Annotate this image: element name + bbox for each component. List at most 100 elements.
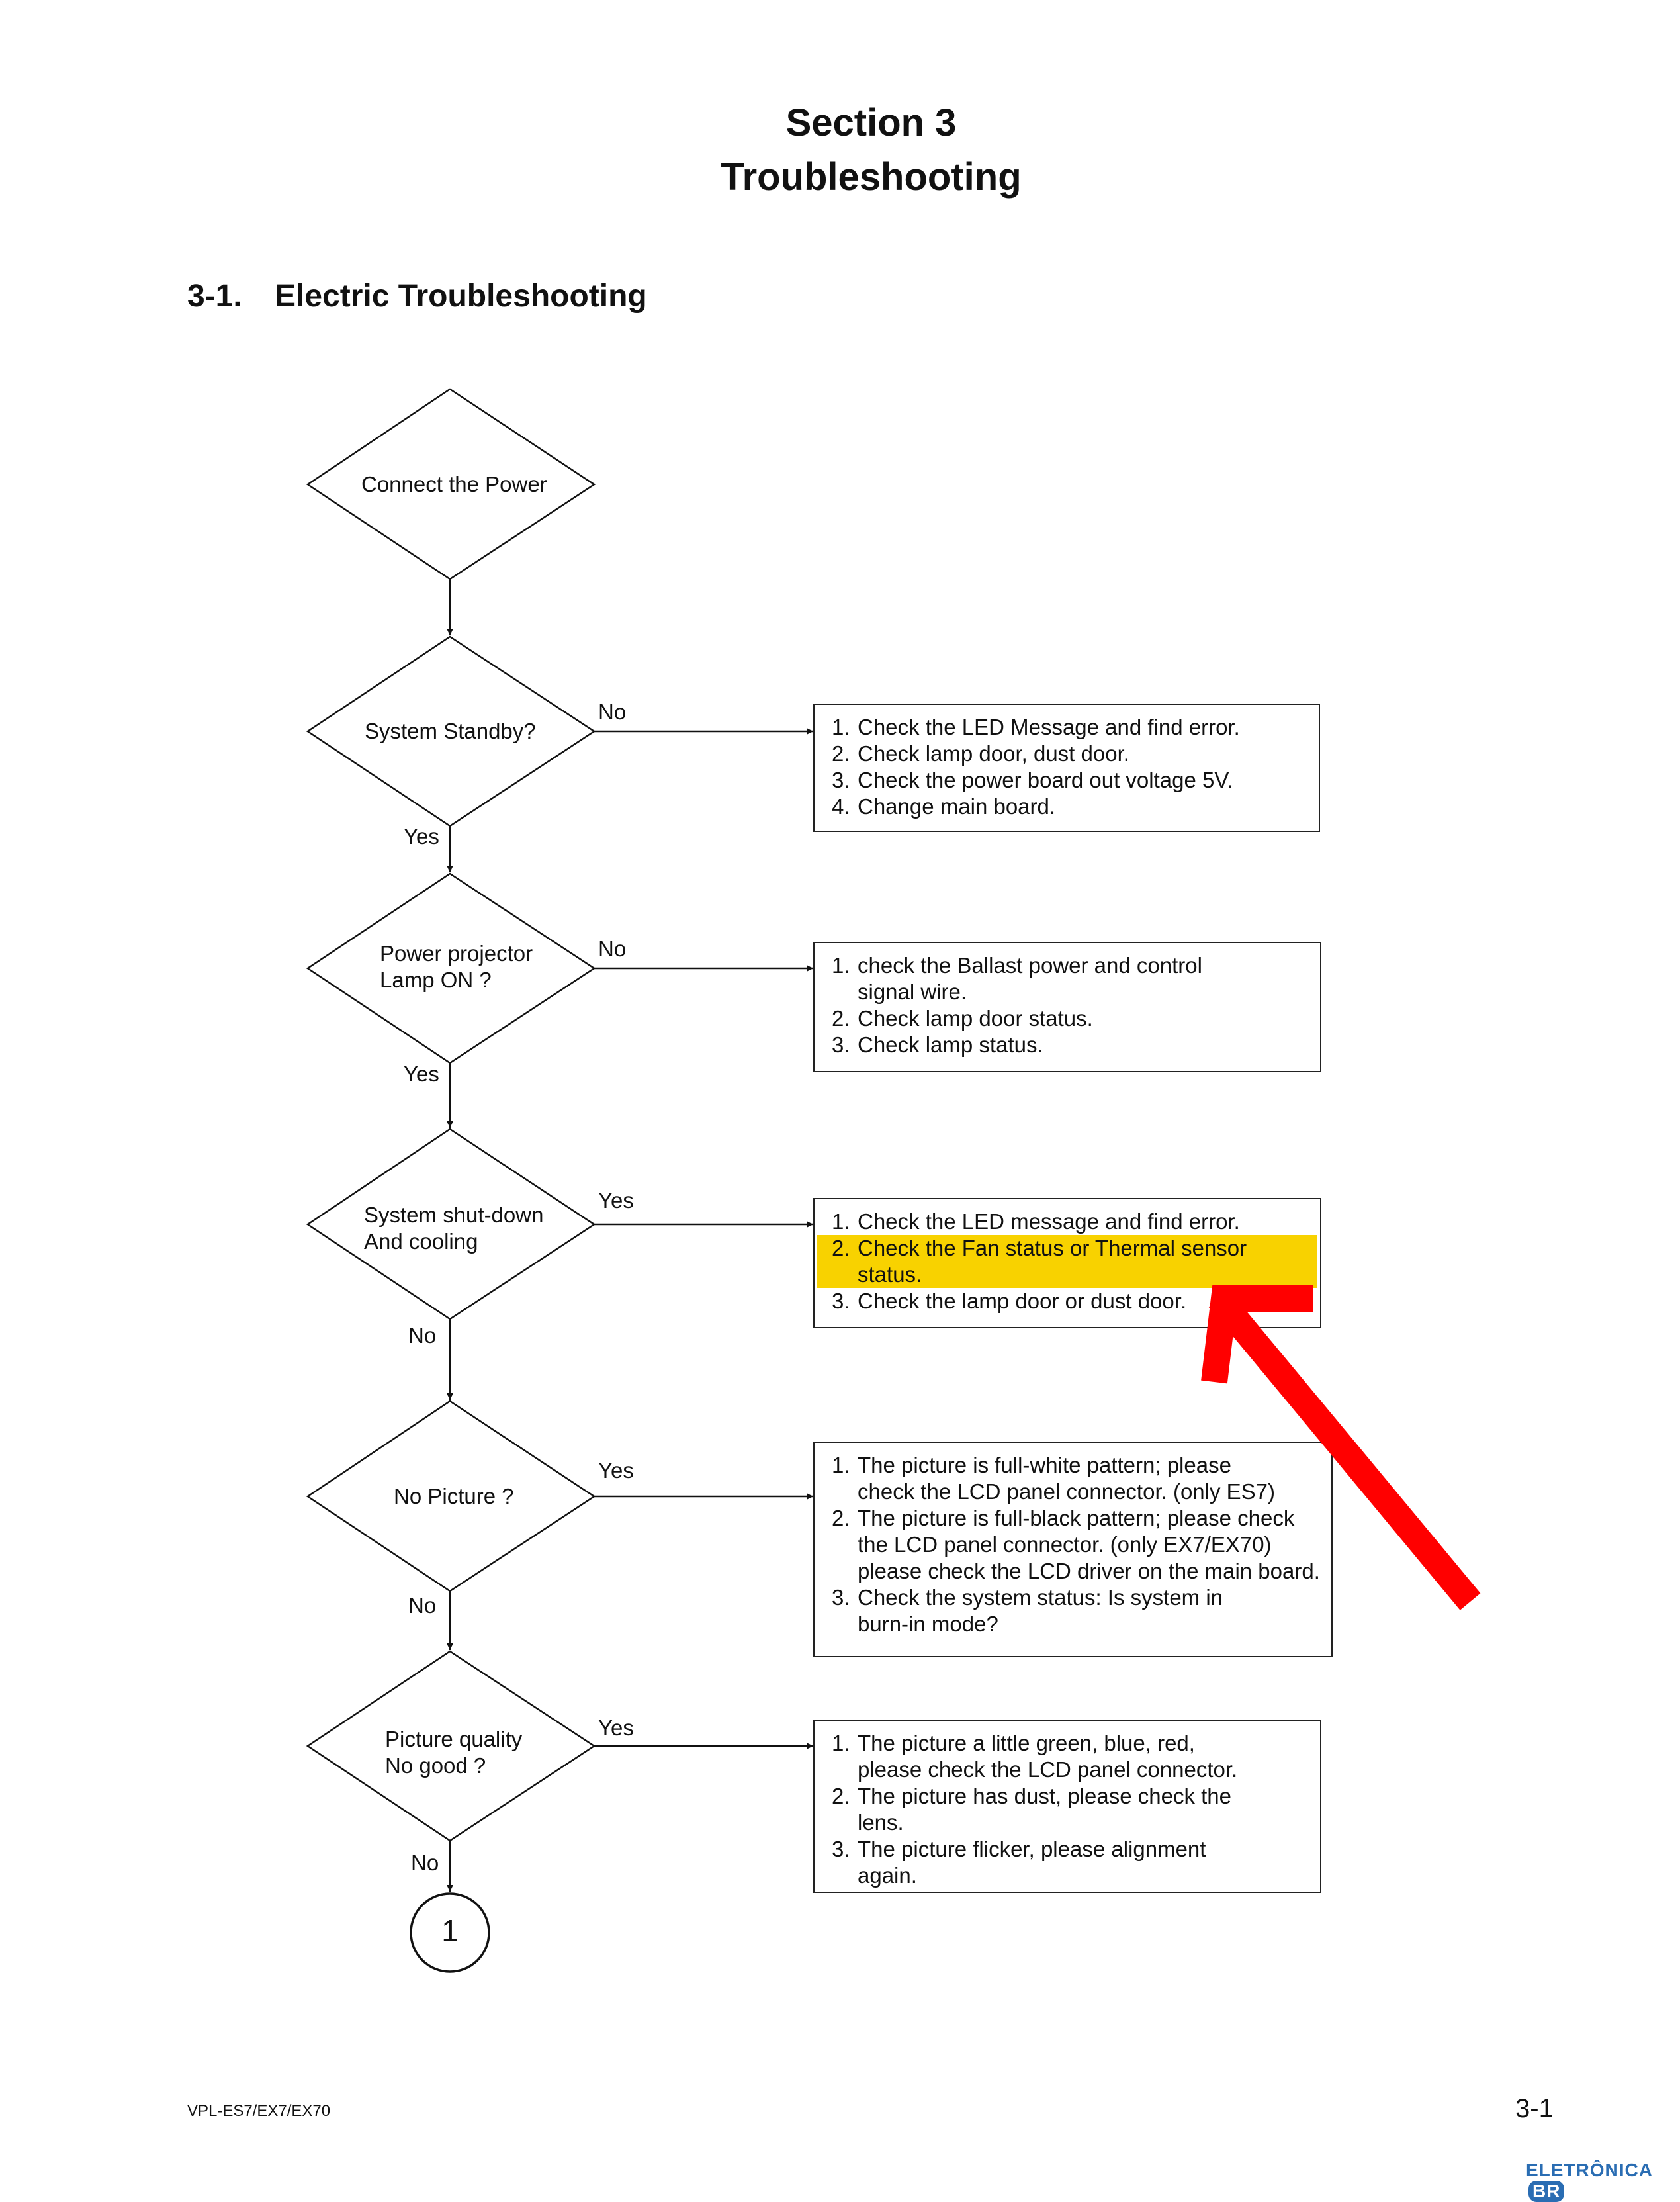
- item-text: Change main board.: [858, 794, 1056, 819]
- item-number: 3.: [832, 1837, 850, 1861]
- node-text: No Picture ?: [394, 1484, 514, 1508]
- subsection-title: Electric Troubleshooting: [275, 279, 647, 314]
- node-no-picture: No Picture ?: [394, 1483, 514, 1510]
- item-number: 4.: [832, 794, 850, 819]
- item-text: please check the LCD panel connector.: [858, 1757, 1238, 1782]
- item-number: 3.: [832, 768, 850, 792]
- item-number: 3.: [832, 1289, 850, 1313]
- item-text: burn-in mode?: [858, 1612, 998, 1636]
- action-item: 1. Check the LED Message and find error.: [815, 714, 1319, 741]
- action-item: 3. Check the lamp door or dust door.: [815, 1288, 1320, 1314]
- page-number: 3-1: [1515, 2094, 1554, 2123]
- item-number: 1.: [832, 1209, 850, 1234]
- node-text: No good ?: [385, 1753, 486, 1778]
- node-connect-power: Connect the Power: [361, 471, 547, 498]
- item-number: 2.: [832, 1236, 850, 1260]
- branch-label-no: No: [598, 700, 627, 724]
- item-number: 3.: [832, 1032, 850, 1057]
- action-box-shutdown: 1.Check the LED message and find error. …: [813, 1198, 1321, 1328]
- logo-badge: BR: [1528, 2181, 1565, 2202]
- node-picture-quality: Picture quality No good ?: [385, 1726, 522, 1779]
- action-item: 4. Change main board.: [815, 794, 1319, 820]
- item-text: please check the LCD driver on the main …: [858, 1559, 1320, 1583]
- page-title: Troubleshooting: [721, 156, 1022, 199]
- node-text: Lamp ON ?: [380, 968, 492, 992]
- item-number: 1.: [832, 1453, 850, 1477]
- node-text: Picture quality: [385, 1727, 523, 1751]
- item-text: Check the lamp door or dust door.: [858, 1289, 1187, 1313]
- item-text: The picture a little green, blue, red,: [858, 1731, 1195, 1755]
- action-item: 2. Check lamp door status.: [815, 1005, 1320, 1032]
- item-number: 1.: [832, 1731, 850, 1755]
- action-item: 3. Check lamp status.: [815, 1032, 1320, 1058]
- footer-model: VPL-ES7/EX7/EX70: [187, 2102, 331, 2120]
- section-heading: Section 3: [785, 101, 957, 144]
- node-text: System shut-down: [364, 1203, 544, 1227]
- item-text: The picture is full-black pattern; pleas…: [858, 1506, 1295, 1530]
- item-text: Check the LED Message and find error.: [858, 715, 1240, 739]
- item-text: lens.: [858, 1810, 904, 1835]
- item-text: Check the power board out voltage 5V.: [858, 768, 1233, 792]
- item-number: 2.: [832, 1784, 850, 1808]
- item-text: Check the Fan status or Thermal sensor: [858, 1236, 1247, 1260]
- item-number: 2.: [832, 741, 850, 766]
- action-box-nopicture: 1. The picture is full-white pattern; ple…: [813, 1442, 1333, 1657]
- item-text: status.: [858, 1262, 922, 1287]
- node-lamp-on: Power projector Lamp ON ?: [380, 940, 533, 993]
- item-text: check the Ballast power and control: [858, 953, 1202, 978]
- branch-label-no: No: [408, 1593, 437, 1618]
- item-number: 1.: [832, 953, 850, 978]
- branch-label-no: No: [598, 937, 627, 961]
- branch-label-yes: Yes: [598, 1716, 634, 1740]
- item-text: the LCD panel connector. (only EX7/EX70): [858, 1532, 1272, 1557]
- action-item: 2. The picture has dust, please check the…: [815, 1783, 1320, 1836]
- item-text: The picture is full-white pattern; pleas…: [858, 1453, 1231, 1477]
- item-text: Check the LED message and find error.: [858, 1209, 1240, 1234]
- watermark-logo: ELETRÔNICABR: [1526, 2160, 1680, 2202]
- node-text: Power projector: [380, 941, 533, 966]
- branch-label-no: No: [411, 1851, 439, 1875]
- branch-label-yes: Yes: [404, 824, 439, 849]
- item-text: Check lamp door status.: [858, 1006, 1093, 1031]
- action-item: 2. The picture is full-black pattern; ple…: [815, 1505, 1331, 1584]
- subsection-heading: 3-1. Electric Troubleshooting: [187, 278, 647, 314]
- action-item: 1. The picture is full-white pattern; ple…: [815, 1452, 1331, 1505]
- item-text: signal wire.: [858, 980, 967, 1004]
- branch-label-yes: Yes: [598, 1458, 634, 1483]
- item-text: Check lamp status.: [858, 1032, 1043, 1057]
- branch-label-no: No: [408, 1323, 437, 1348]
- item-number: 3.: [832, 1585, 850, 1610]
- node-shutdown-cooling: System shut-down And cooling: [364, 1202, 543, 1255]
- node-text: And cooling: [364, 1229, 478, 1254]
- action-item: 1. The picture a little green, blue, red,…: [815, 1730, 1320, 1783]
- action-item: 1. Check the LED message and find error.: [815, 1209, 1320, 1235]
- item-text: again.: [858, 1863, 917, 1888]
- branch-label-yes: Yes: [404, 1062, 439, 1086]
- item-text: The picture flicker, please alignment: [858, 1837, 1206, 1861]
- node-text: System Standby?: [365, 719, 536, 743]
- item-number: 2.: [832, 1506, 850, 1530]
- item-number: 2.: [832, 1006, 850, 1031]
- item-number: 1.: [832, 715, 850, 739]
- action-box-standby: 1.Check the LED Message and find error. …: [813, 704, 1320, 832]
- node-system-standby: System Standby?: [365, 718, 536, 745]
- branch-label-yes: Yes: [598, 1188, 634, 1213]
- subsection-number: 3-1.: [187, 279, 242, 314]
- connector-circle: [410, 1892, 490, 1973]
- item-text: check the LCD panel connector. (only ES7…: [858, 1479, 1276, 1504]
- item-text: Check lamp door, dust door.: [858, 741, 1129, 766]
- logo-text: ELETRÔNICA: [1526, 2160, 1653, 2180]
- action-item: 3. Check the power board out voltage 5V.: [815, 767, 1319, 794]
- action-item-highlighted: 2. Check the Fan status or Thermal sensor…: [817, 1235, 1317, 1288]
- action-box-quality: 1. The picture a little green, blue, red,…: [813, 1720, 1321, 1893]
- node-text: Connect the Power: [361, 472, 547, 496]
- item-text: Check the system status: Is system in: [858, 1585, 1223, 1610]
- action-item: 2. Check lamp door, dust door.: [815, 741, 1319, 767]
- item-text: The picture has dust, please check the: [858, 1784, 1231, 1808]
